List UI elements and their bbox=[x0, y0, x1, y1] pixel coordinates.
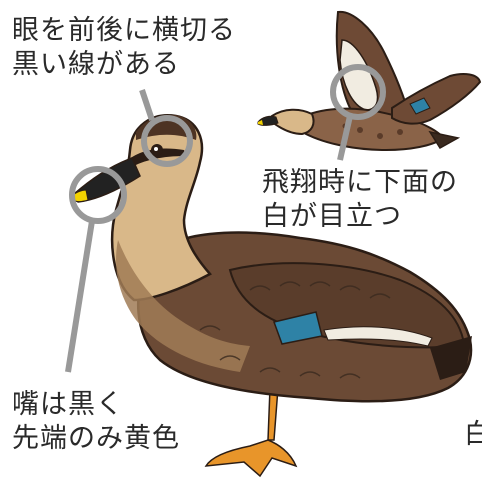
eye-stripe-label: 眼を前後に横切る 黒い線がある bbox=[12, 14, 236, 82]
standing-duck-foot bbox=[204, 439, 298, 478]
standing-duck-eye-stripe bbox=[128, 148, 186, 168]
standing-duck-speculum bbox=[273, 311, 323, 345]
bill-label-line2: 先端のみ黄色 bbox=[12, 423, 180, 454]
flight-underside-label: 飛翔時に下面の 白が目立つ bbox=[262, 166, 458, 234]
flying-duck-lower-wing bbox=[391, 73, 482, 125]
eye-stripe-label-line2: 黒い線がある bbox=[12, 49, 180, 80]
bill-label-line1: 嘴は黒く bbox=[12, 389, 124, 420]
callout-eye-line bbox=[139, 89, 155, 121]
cut-off-edge-text: 白 bbox=[464, 419, 482, 450]
standing-duck bbox=[71, 114, 473, 478]
flight-underside-label-line2: 白が目立つ bbox=[262, 201, 402, 232]
flying-duck-speculum bbox=[409, 97, 431, 115]
callout-eye-circle bbox=[141, 115, 193, 167]
standing-duck-chest-mottling bbox=[116, 240, 250, 372]
flying-duck-bill bbox=[257, 115, 279, 126]
callout-underwing-circle bbox=[330, 64, 386, 120]
flight-underside-label-line1: 飛翔時に下面の bbox=[262, 167, 458, 198]
callouts bbox=[65, 64, 386, 373]
bill-label: 嘴は黒く 先端のみ黄色 bbox=[12, 388, 180, 456]
callout-bill-line bbox=[65, 220, 95, 373]
callout-underwing-line bbox=[337, 115, 353, 161]
flying-duck bbox=[257, 10, 482, 152]
flying-duck-head bbox=[271, 108, 315, 136]
standing-duck-bill bbox=[73, 157, 141, 203]
cut-off-edge-label: 白 bbox=[464, 418, 482, 452]
standing-duck-tail bbox=[430, 336, 472, 380]
flying-duck-bill-tip bbox=[258, 120, 263, 125]
flying-duck-white-underwing bbox=[339, 39, 379, 111]
eye-stripe-label-line1: 眼を前後に横切る bbox=[12, 15, 236, 46]
flying-duck-tail bbox=[428, 130, 461, 150]
callout-bill-circle bbox=[69, 166, 127, 224]
standing-duck-white-tertial bbox=[323, 326, 433, 347]
